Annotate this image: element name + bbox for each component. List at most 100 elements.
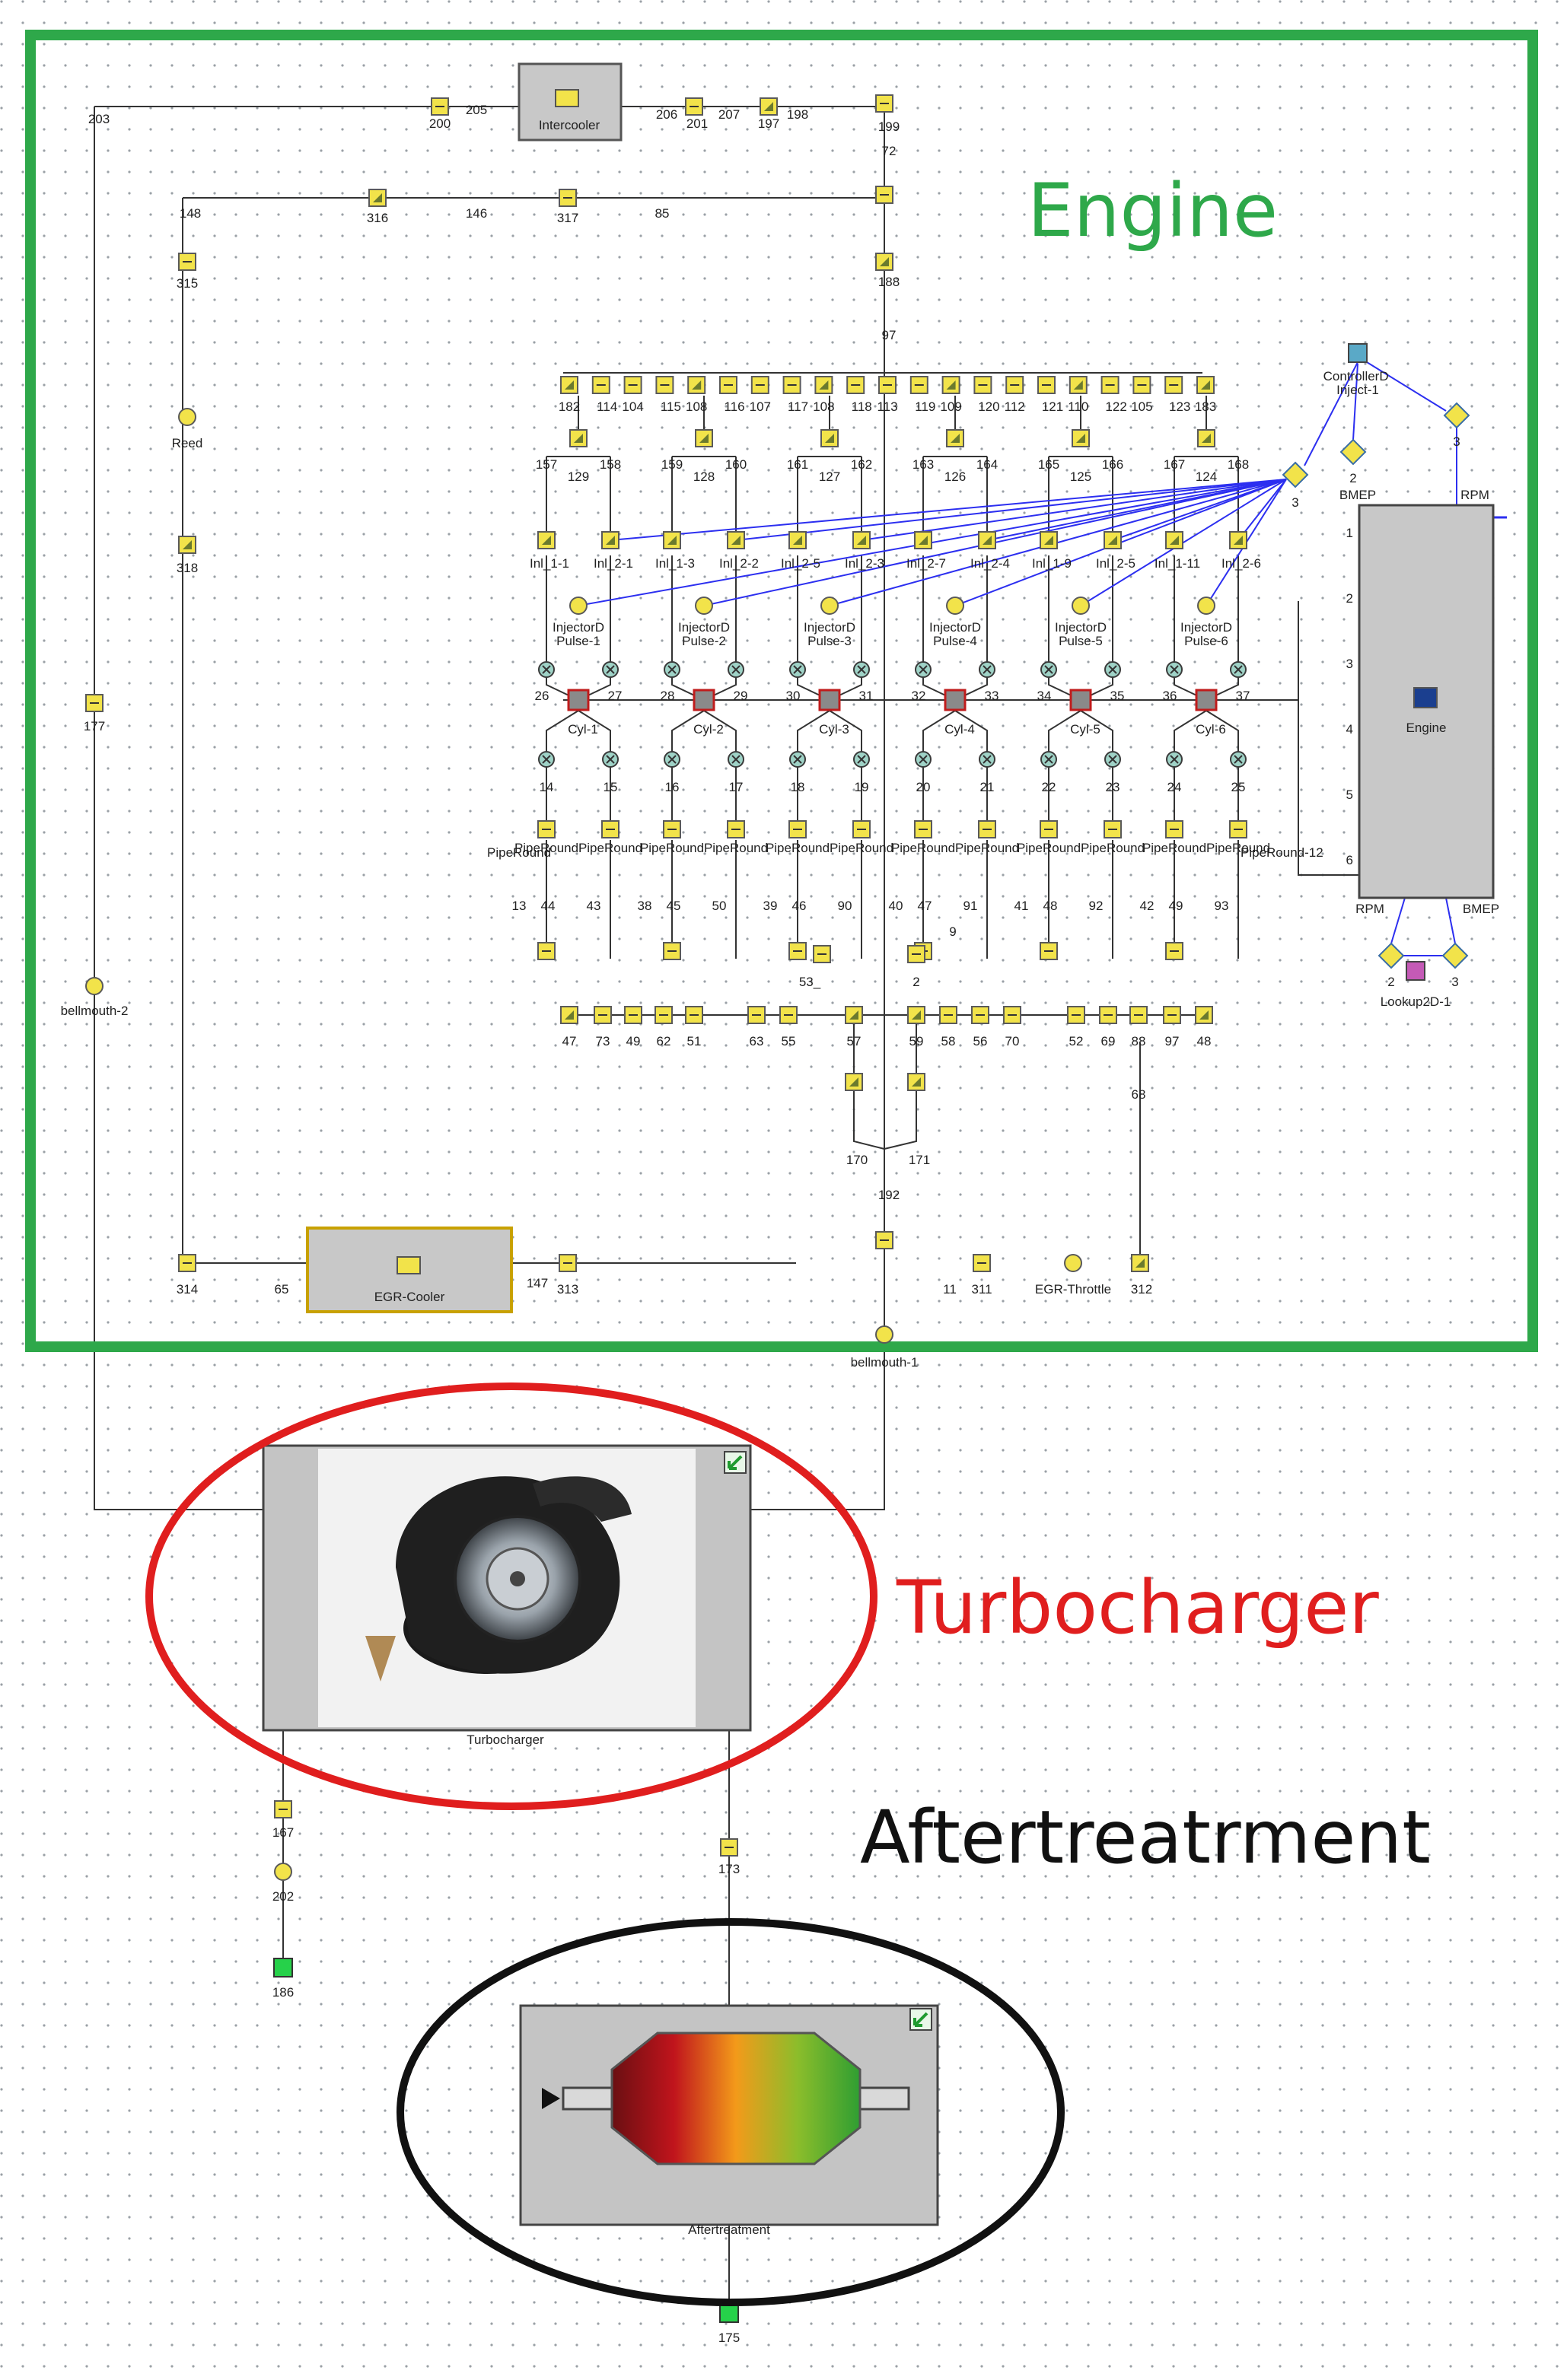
egr-cooler-block[interactable]: EGR-Cooler	[306, 1227, 513, 1313]
orifice-202[interactable]	[274, 1863, 292, 1881]
injector-pulse-1[interactable]	[569, 597, 588, 615]
injector-pulse-4[interactable]	[946, 597, 964, 615]
flowsplit-icon	[565, 1010, 574, 1020]
plenum-label-108: 108	[813, 399, 834, 414]
node-label-317: 317	[557, 211, 578, 225]
egr-throttle[interactable]	[1064, 1254, 1082, 1272]
pipe-round-label-0a: PipeRound	[514, 841, 578, 855]
flowsplit-icon	[1044, 536, 1053, 545]
node-label-318: 318	[177, 561, 198, 575]
sensor-label-3b: 3	[1451, 975, 1458, 989]
flowsplit-icon	[1135, 1258, 1145, 1268]
collector-label-70: 70	[1005, 1034, 1020, 1048]
aftertreatment-section-label: Aftertreatrment	[860, 1795, 1431, 1880]
runner-label-164: 164	[976, 457, 998, 472]
pipe-round-label-4a: PipeRound	[1017, 841, 1081, 855]
pipe-line	[829, 710, 862, 829]
injector-pulse-3[interactable]	[820, 597, 839, 615]
node-label-200: 200	[429, 116, 451, 131]
cylinder-Cyl-3[interactable]	[818, 689, 841, 711]
injector-label-5: InjectorD	[1055, 620, 1107, 635]
bellmouth-2[interactable]	[85, 977, 104, 995]
injector-pulse-2[interactable]	[695, 597, 713, 615]
exhaust-node-42: 42	[1140, 899, 1155, 913]
cylinder-port-31: 31	[859, 689, 874, 703]
aftertreatment-outlet-pipe	[858, 2086, 910, 2111]
plenum-label-108: 108	[686, 399, 707, 414]
node-label-316: 316	[367, 211, 388, 225]
plenum-label-109: 109	[940, 399, 961, 414]
flowsplit-icon	[764, 102, 773, 111]
node-label-203: 203	[88, 112, 110, 126]
runner-label-157: 157	[536, 457, 557, 472]
pipe-round-label-1b: PipeRound	[704, 841, 768, 855]
valve-icon	[793, 755, 802, 764]
flowsplit-icon	[880, 257, 889, 266]
engine-block[interactable]: Engine	[1358, 504, 1495, 899]
engine-port-tag-bmep-3: BMEP	[1463, 902, 1499, 916]
sensor-3-top[interactable]	[1443, 402, 1470, 429]
injector-pulse-5[interactable]	[1072, 597, 1090, 615]
aftertreatment-inlet-arrow-icon	[542, 2088, 560, 2109]
controller-inject[interactable]: ControllerD Inject-1	[1323, 343, 1393, 397]
cylinder-label-Cyl-4: Cyl-4	[944, 722, 975, 737]
valve-icon	[731, 755, 741, 764]
runner-label-166: 166	[1102, 457, 1123, 472]
injector-label-3: Pulse-3	[807, 634, 852, 648]
node-label-207: 207	[718, 107, 740, 122]
exhaust-node-43: 43	[587, 899, 601, 913]
end-environment-175[interactable]	[719, 2303, 739, 2323]
injector-label-2: Pulse-2	[682, 634, 726, 648]
control-hub[interactable]	[1282, 461, 1309, 488]
intake-runner-label-Inl_1-11: Inl_1-11	[1155, 556, 1200, 571]
exhaust-node-40: 40	[889, 899, 903, 913]
collector-label-51: 51	[687, 1034, 702, 1048]
exhaust-node-46: 46	[792, 899, 807, 913]
node-label-205: 205	[466, 103, 487, 117]
cylinder-Cyl-5[interactable]	[1069, 689, 1092, 711]
collector-label-57: 57	[847, 1034, 862, 1048]
cylinder-Cyl-1[interactable]	[567, 689, 590, 711]
node-label-11: 11	[943, 1282, 957, 1297]
pipe-line	[578, 710, 611, 829]
sensor-2-top[interactable]	[1339, 438, 1367, 466]
intercooler-block[interactable]: Intercooler	[518, 62, 623, 142]
intake-runner-label-Inl_2-6: Inl_2-6	[1221, 556, 1261, 571]
engine-port-4: 4	[1346, 722, 1353, 737]
bellmouth-1[interactable]	[875, 1325, 893, 1344]
pipe-round-label-3a: PipeRound	[891, 841, 955, 855]
flowsplit-icon	[1199, 1010, 1209, 1020]
sensor-2-bottom[interactable]	[1377, 942, 1405, 969]
valve-icon	[857, 665, 866, 674]
exhaust-valve-label-18: 18	[791, 780, 805, 794]
end-environment-186[interactable]	[273, 1958, 293, 1978]
node-label-72: 72	[882, 144, 897, 158]
turbocharger-block[interactable]: Turbocharger	[262, 1444, 752, 1747]
aftertreatment-inlet-pipe	[562, 2086, 613, 2111]
cylinder-label-Cyl-6: Cyl-6	[1196, 722, 1226, 737]
node-label-198: 198	[787, 107, 808, 122]
valve-icon	[606, 665, 615, 674]
cylinder-Cyl-2[interactable]	[693, 689, 715, 711]
egr-throttle-label: EGR-Throttle	[1035, 1282, 1111, 1297]
aftertreatment-block[interactable]: Aftertreatment	[519, 2004, 939, 2237]
flowsplit-icon	[565, 380, 574, 390]
cylinder-label-Cyl-2: Cyl-2	[693, 722, 724, 737]
egr-cooler-icon	[397, 1256, 421, 1274]
node-label-147: 147	[527, 1276, 548, 1290]
turbocharger-highlight-ellipse	[145, 1382, 877, 1810]
valve-icon	[793, 665, 802, 674]
bellmouth-1-label: bellmouth-1	[851, 1355, 919, 1370]
node-label-170: 170	[846, 1153, 868, 1167]
flowsplit-icon	[951, 434, 960, 443]
reed-valve[interactable]	[178, 408, 196, 426]
valve-icon	[983, 755, 992, 764]
injector-pulse-6[interactable]	[1197, 597, 1215, 615]
expand-arrow-icon	[913, 2012, 928, 2027]
collector-label-56: 56	[973, 1034, 988, 1048]
sensor-3-bottom[interactable]	[1441, 942, 1469, 969]
flowsplit-icon	[1202, 434, 1211, 443]
lookup2d-block[interactable]: Lookup2D-1	[1381, 961, 1451, 1009]
cylinder-Cyl-6[interactable]	[1195, 689, 1218, 711]
cylinder-Cyl-4[interactable]	[944, 689, 967, 711]
